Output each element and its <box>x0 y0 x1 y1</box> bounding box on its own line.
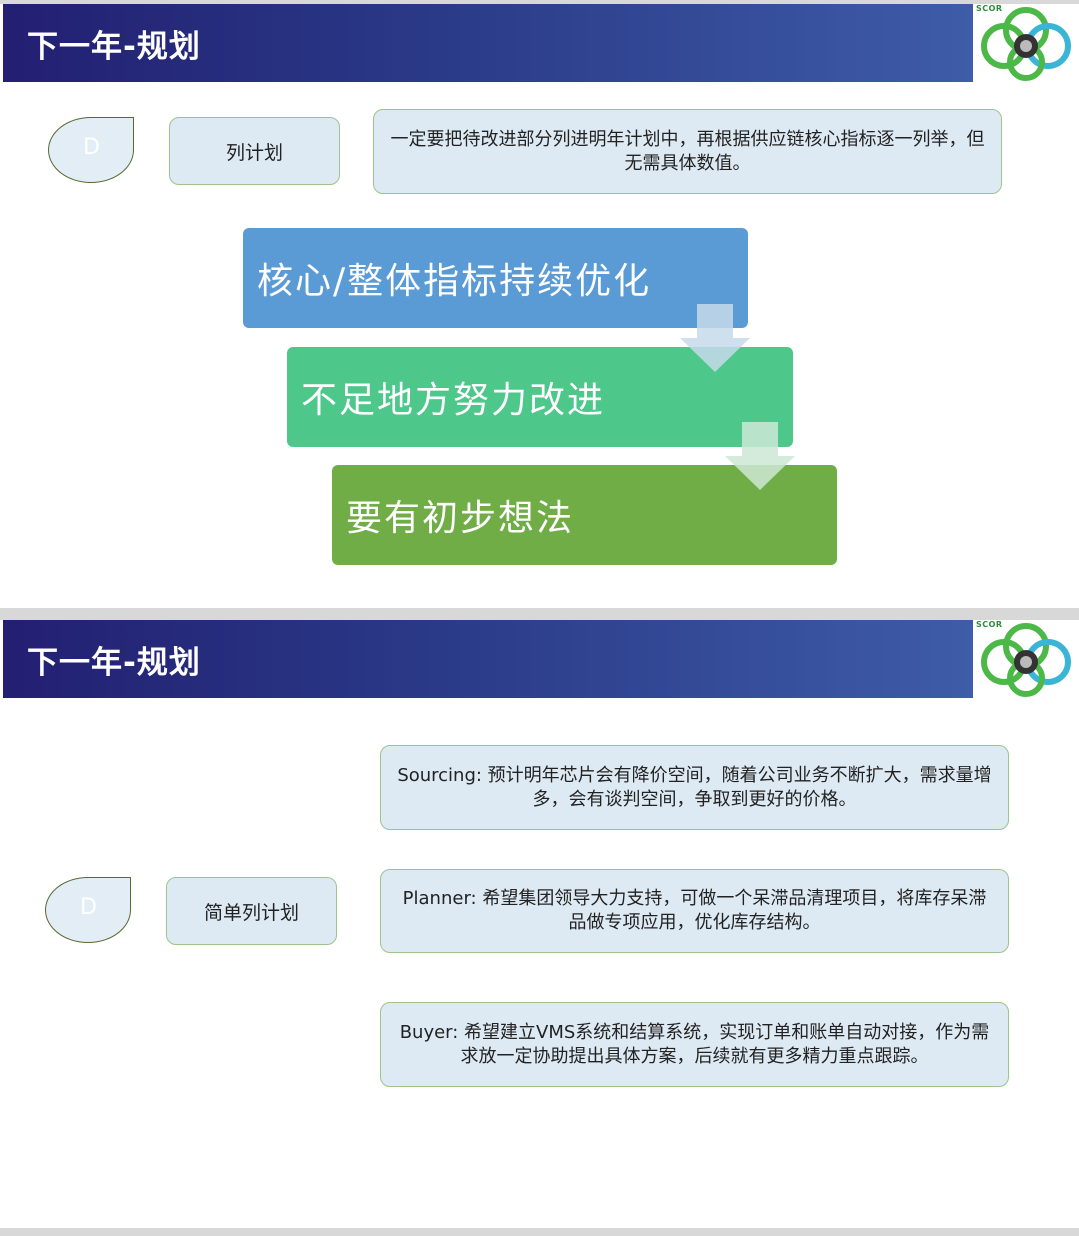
description-box: 一定要把待改进部分列进明年计划中，再根据供应链核心指标逐一列举，但无需具体数值。 <box>373 109 1002 194</box>
sourcing-text: Sourcing: 预计明年芯片会有降价空间，随着公司业务不断扩大，需求量增多，… <box>397 764 992 810</box>
title-bar: 下一年-规划 <box>3 620 973 698</box>
scor-logo-icon: SCOR <box>974 4 1079 82</box>
planner-box: Planner: 希望集团领导大力支持，可做一个呆滞品清理项目，将库存呆滞品做专… <box>380 869 1009 953</box>
slide-title: 下一年-规划 <box>27 645 201 681</box>
slide-title: 下一年-规划 <box>27 29 201 65</box>
buyer-box: Buyer: 希望建立VMS系统和结算系统，实现订单和账单自动对接，作为需求放一… <box>380 1002 1009 1087</box>
buyer-text: Buyer: 希望建立VMS系统和结算系统，实现订单和账单自动对接，作为需求放一… <box>399 1021 990 1067</box>
down-arrow-icon <box>680 304 750 372</box>
plan-label: 简单列计划 <box>166 877 337 945</box>
plan-label: 列计划 <box>169 117 340 185</box>
down-arrow-icon <box>725 422 795 490</box>
d-badge: D <box>48 117 134 183</box>
d-badge: D <box>45 877 131 943</box>
d-badge-letter: D <box>80 895 97 920</box>
slide-2: 下一年-规划 SCOR D 简单列计划 Sourcing: 预计明年芯片会有降价… <box>0 620 1079 1228</box>
step-1-text: 核心/整体指标持续优化 <box>257 261 652 302</box>
description-text: 一定要把待改进部分列进明年计划中，再根据供应链核心指标逐一列举，但无需具体数值。 <box>390 128 985 174</box>
plan-label-text: 简单列计划 <box>203 901 299 924</box>
title-bar: 下一年-规划 <box>3 4 973 82</box>
scor-logo-icon: SCOR <box>974 620 1079 698</box>
logo-text: SCOR <box>976 620 1003 629</box>
sourcing-box: Sourcing: 预计明年芯片会有降价空间，随着公司业务不断扩大，需求量增多，… <box>380 745 1009 830</box>
step-initial-ideas: 要有初步想法 <box>332 465 837 565</box>
plan-label-text: 列计划 <box>225 141 283 164</box>
logo-text: SCOR <box>976 4 1003 13</box>
planner-text: Planner: 希望集团领导大力支持，可做一个呆滞品清理项目，将库存呆滞品做专… <box>402 888 987 933</box>
step-2-text: 不足地方努力改进 <box>301 380 606 421</box>
step-3-text: 要有初步想法 <box>346 498 575 539</box>
d-badge-letter: D <box>83 135 100 160</box>
step-core-metrics: 核心/整体指标持续优化 <box>243 228 748 328</box>
slide-1: 下一年-规划 SCOR D 列计划 一定要把待改进部分列进明年计划中，再根据供应… <box>0 4 1079 608</box>
